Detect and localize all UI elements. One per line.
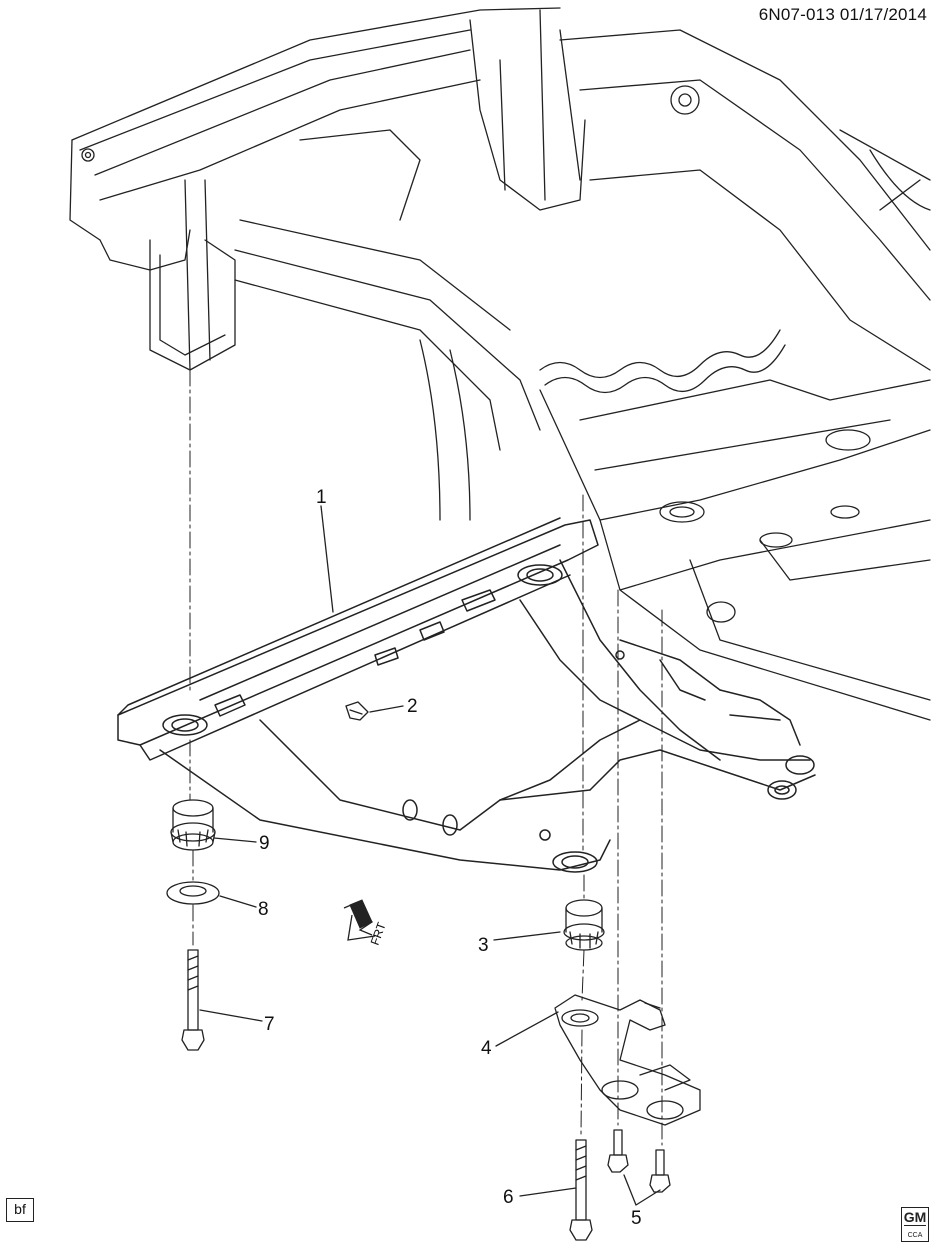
callout-1: 1 [316, 487, 327, 508]
insulator-part-3 [563, 899, 605, 951]
callout-4: 4 [481, 1038, 492, 1059]
callout-2: 2 [407, 696, 418, 717]
diagram-code-date: 6N07-013 01/17/2014 [758, 5, 927, 24]
gm-logo: GM CCA [901, 1207, 929, 1242]
gm-logo-text: GM [903, 1209, 927, 1226]
brace-part-4 [554, 994, 701, 1126]
gm-logo-subtext: CCA [907, 1232, 923, 1239]
figure-tag-box: bf [6, 1198, 34, 1222]
leader-lines [199, 505, 661, 1206]
clip-part-2 [345, 701, 369, 721]
insulator-part-9 [170, 799, 216, 851]
callout-3: 3 [478, 935, 489, 956]
front-direction-indicator: FRT [343, 899, 389, 947]
callout-8: 8 [258, 899, 269, 920]
callout-9: 9 [259, 833, 270, 854]
callout-6: 6 [503, 1187, 514, 1208]
alignment-lines [189, 369, 663, 1146]
body-structure [69, 7, 931, 721]
callout-5: 5 [631, 1208, 642, 1229]
bolt-part-7 [181, 949, 205, 1051]
callout-7: 7 [264, 1014, 275, 1035]
bolt-part-6 [569, 1139, 593, 1241]
cradle-frame [117, 517, 816, 873]
bolts-part-5 [607, 1129, 671, 1193]
front-label: FRT [368, 920, 389, 947]
callout-numbers: 1 2 3 4 5 6 7 8 9 [258, 487, 642, 1229]
retainer-part-8 [166, 881, 220, 905]
